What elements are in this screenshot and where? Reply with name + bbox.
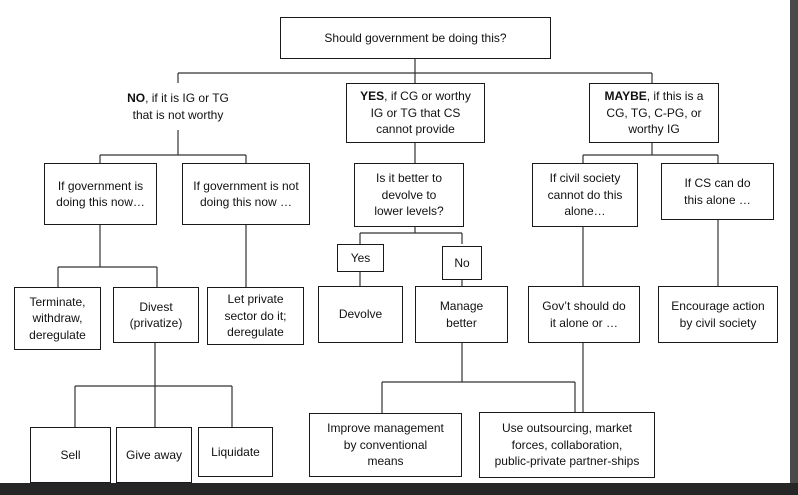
gov-alone-node: Gov’t should do it alone or … [528, 286, 640, 343]
cs-can-alone-text: If CS can do this alone … [684, 176, 751, 207]
sell-node: Sell [30, 427, 111, 483]
devolve-text: Devolve [338, 307, 383, 322]
gov-doing-now-text: If government is doing this now… [56, 178, 145, 210]
devolve-question-text: Is it better to devolve to lower levels? [374, 171, 444, 219]
sell-text: Sell [60, 447, 81, 462]
cs-can-alone-node: If CS can do this alone … [661, 163, 774, 220]
let-private-text: Let private sector do it; deregulate [224, 292, 287, 340]
right-edge-strip [790, 0, 798, 483]
outsourcing-text: Use outsourcing, market forces, collabor… [494, 421, 640, 469]
devolve-node: Devolve [318, 286, 403, 343]
give-away-text: Give away [125, 447, 183, 462]
no-branch-node: NO, if it is IG or TG that is not worthy [108, 83, 248, 130]
cs-cannot-alone-node: If civil society cannot do this alone… [532, 163, 638, 227]
gov-doing-now-node: If government is doing this now… [44, 163, 157, 225]
answer-no-node: No [442, 246, 482, 280]
root-question-text: Should government be doing this? [324, 30, 507, 45]
give-away-node: Give away [116, 427, 192, 483]
bottom-bar [0, 483, 798, 495]
terminate-text: Terminate, withdraw, deregulate [29, 294, 86, 342]
no-branch-keyword: NO [127, 91, 146, 105]
maybe-branch-text: MAYBE, if this is a CG, TG, C-PG, or wor… [605, 88, 704, 138]
connector-lines [57, 59, 719, 427]
maybe-branch-node: MAYBE, if this is a CG, TG, C-PG, or wor… [589, 83, 719, 143]
answer-yes-node: Yes [337, 244, 384, 272]
gov-not-doing-now-text: If government is not doing this now … [193, 178, 299, 210]
liquidate-node: Liquidate [198, 427, 273, 477]
improve-management-node: Improve management by conventional means [309, 413, 462, 477]
let-private-node: Let private sector do it; deregulate [207, 287, 304, 345]
yes-branch-keyword: YES [360, 89, 385, 104]
manage-better-text: Manage better [439, 299, 484, 330]
root-question-node: Should government be doing this? [280, 17, 551, 59]
maybe-branch-keyword: MAYBE [604, 89, 647, 104]
terminate-node: Terminate, withdraw, deregulate [14, 287, 101, 350]
gov-not-doing-now-node: If government is not doing this now … [182, 163, 310, 225]
divest-node: Divest (privatize) [113, 287, 199, 343]
devolve-question-node: Is it better to devolve to lower levels? [354, 163, 464, 227]
flowchart-canvas: Should government be doing this? NO, if … [0, 0, 798, 483]
answer-no-text: No [454, 255, 470, 270]
answer-yes-text: Yes [350, 250, 371, 265]
yes-branch-text: YES, if CG or worthy IG or TG that CS ca… [360, 88, 471, 138]
encourage-node: Encourage action by civil society [658, 286, 778, 343]
outsourcing-node: Use outsourcing, market forces, collabor… [479, 412, 655, 478]
no-branch-condition: , if it is IG or TG that is not worthy [132, 91, 229, 122]
yes-branch-condition: , if CG or worthy IG or TG that CS canno… [370, 89, 471, 137]
liquidate-text: Liquidate [211, 444, 260, 459]
maybe-branch-condition: , if this is a CG, TG, C-PG, or worthy I… [606, 89, 704, 137]
yes-branch-node: YES, if CG or worthy IG or TG that CS ca… [346, 83, 485, 143]
manage-better-node: Manage better [415, 286, 508, 343]
no-branch-text: NO, if it is IG or TG that is not worthy [127, 90, 229, 123]
gov-alone-text: Gov’t should do it alone or … [542, 299, 626, 330]
improve-management-text: Improve management by conventional means [327, 421, 444, 469]
cs-cannot-alone-text: If civil society cannot do this alone… [547, 171, 623, 219]
encourage-text: Encourage action by civil society [671, 299, 765, 330]
divest-text: Divest (privatize) [129, 299, 183, 331]
